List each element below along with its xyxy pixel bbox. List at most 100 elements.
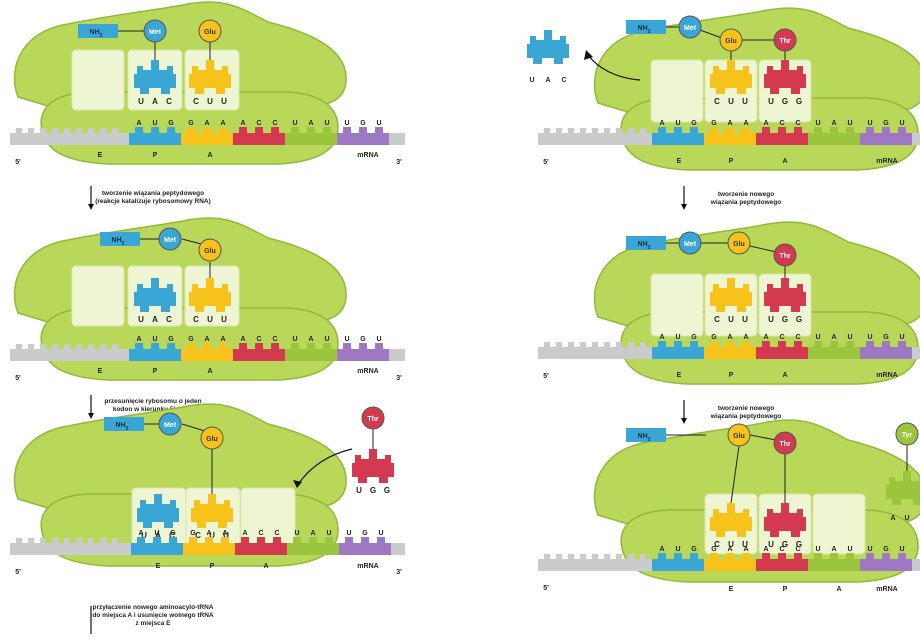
mrna-codon-tooth <box>255 127 263 134</box>
mrna-base: U <box>292 336 297 343</box>
mrna-base: G <box>360 120 366 127</box>
mrna-codon <box>808 133 860 145</box>
mrna-codon-tooth <box>203 127 211 134</box>
mrna-base: G <box>168 120 174 127</box>
anticodon-base: G <box>384 486 390 495</box>
peptide-bond <box>749 245 777 253</box>
anticodon-base: U <box>221 97 227 106</box>
nh2-label: NH2 <box>112 237 125 247</box>
mrna-base: A <box>136 336 141 343</box>
mrna-label: mRNA <box>876 586 897 593</box>
mrna-codon-tooth <box>291 343 299 350</box>
mrna-base: A <box>743 546 748 553</box>
mrna-base: U <box>815 546 820 553</box>
nh2-subscript: 2 <box>648 437 651 443</box>
trna-released <box>527 30 569 64</box>
ribosome-large-subunit <box>13 403 347 509</box>
mrna-tooth <box>556 554 562 560</box>
mrna-base: U <box>326 530 331 537</box>
anticodon-base: G <box>782 315 788 324</box>
mrna-codon-tooth <box>151 343 159 350</box>
mrna-base: A <box>310 530 315 537</box>
mrna-codon-tooth <box>742 341 750 348</box>
mrna-codon-tooth <box>239 127 247 134</box>
site-label-p: P <box>783 586 788 593</box>
mrna-base: A <box>206 530 211 537</box>
mrna-base: A <box>763 334 768 341</box>
mrna-base: G <box>691 334 697 341</box>
anticodon-base: G <box>370 486 376 495</box>
mrna-base: U <box>847 334 852 341</box>
mrna-tooth <box>556 128 562 134</box>
mrna-codon-tooth <box>814 127 822 134</box>
anticodon-base: U <box>728 97 734 106</box>
arrow-incoming-head <box>293 480 302 488</box>
mrna-base: U <box>152 336 157 343</box>
mrna-codon-tooth <box>167 127 175 134</box>
mrna-base: G <box>711 334 717 341</box>
trna-glu <box>710 503 752 537</box>
anticodon-base: U <box>356 486 362 495</box>
mrna-tooth <box>580 554 586 560</box>
mrna-codon <box>860 559 912 571</box>
mrna-base: A <box>763 120 768 127</box>
caption-line: tworzenie nowego <box>718 191 774 198</box>
mrna-codon-tooth <box>359 343 367 350</box>
mrna-base: G <box>170 530 176 537</box>
mrna-codon-tooth <box>690 553 698 560</box>
amino-met-label: Met <box>164 237 177 244</box>
mrna-base: U <box>815 334 820 341</box>
nh2-box <box>100 232 140 246</box>
mrna-codon-tooth <box>762 341 770 348</box>
tyr-anticodon-base: A <box>890 515 895 522</box>
mrna-codon-tooth <box>325 537 333 544</box>
mrna-codon-tooth <box>814 553 822 560</box>
mrna-base: C <box>272 336 277 343</box>
mrna-tooth <box>112 128 118 134</box>
amino-thr-circle <box>773 28 797 52</box>
mrna-base: U <box>847 546 852 553</box>
mrna-base: U <box>344 120 349 127</box>
mrna-tooth <box>604 342 610 348</box>
amino-thr-label: Thr <box>779 253 791 260</box>
nh2-label: NH2 <box>638 25 651 35</box>
mrna-codon-tooth <box>814 341 822 348</box>
mrna-codon-tooth <box>794 127 802 134</box>
mrna-base: C <box>258 530 263 537</box>
mrna-codon-tooth <box>658 553 666 560</box>
anticodon-base: C <box>714 315 720 324</box>
mrna-tooth <box>100 344 106 350</box>
caption-line: (reakcje katalizuje rybosomowy RNA) <box>95 198 211 205</box>
mrna-tooth <box>628 128 634 134</box>
mrna-base: G <box>711 120 717 127</box>
amino-glu-label: Glu <box>206 436 218 443</box>
trna-glu <box>191 494 233 528</box>
five-prime-label: 5' <box>15 159 21 166</box>
trna-thr <box>764 278 806 312</box>
mrna-codon <box>181 349 233 361</box>
site-label-e: E <box>98 368 103 375</box>
mrna-codon <box>808 559 860 571</box>
anticodon-base: U <box>768 97 774 106</box>
site-label-p: P <box>153 152 158 159</box>
step-arrow-head <box>681 418 687 424</box>
site-e-box <box>650 59 704 123</box>
mrna-base: U <box>376 336 381 343</box>
mrna-tooth <box>40 538 46 544</box>
mrna-codon-tooth <box>898 127 906 134</box>
mrna-base: U <box>324 336 329 343</box>
mrna-label: mRNA <box>876 158 897 165</box>
mrna-codon-tooth <box>239 343 247 350</box>
mrna-codon <box>181 133 233 145</box>
amino-met-circle <box>143 19 167 43</box>
mrna-codon <box>704 559 756 571</box>
mrna-base: A <box>204 120 209 127</box>
mrna-base: C <box>795 334 800 341</box>
mrna-base: A <box>727 120 732 127</box>
mrna-codon-tooth <box>846 553 854 560</box>
mrna-codon-tooth <box>153 537 161 544</box>
mrna-tooth <box>88 128 94 134</box>
mrna-tooth <box>40 128 46 134</box>
